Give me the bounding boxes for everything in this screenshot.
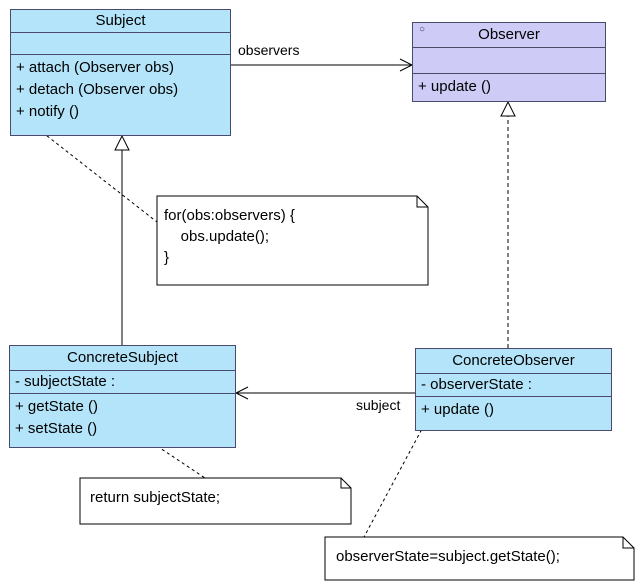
interface-icon: ○: [419, 24, 426, 35]
observers-role-label: observers: [238, 42, 300, 58]
concrete-subject-operations-section: + getState () + setState (): [10, 394, 235, 440]
concrete-subject-class[interactable]: ConcreteSubject - subjectState : + getSt…: [9, 345, 236, 448]
observer-interface[interactable]: ○ Observer + update (): [412, 22, 606, 102]
concrete-observer-operation: + update (): [421, 401, 494, 418]
getstate-note-shape: [79, 477, 352, 525]
concrete-observer-class[interactable]: ConcreteObserver - observerState : + upd…: [415, 348, 612, 431]
update-note: observerState=subject.getState();: [336, 546, 560, 567]
subject-class-name: Subject: [11, 10, 230, 33]
concrete-subject-class-name: ConcreteSubject: [10, 346, 235, 371]
subject-role-label: subject: [356, 397, 401, 413]
notify-note-anchor: [27, 120, 158, 223]
concrete-observer-attribute: - observerState :: [421, 376, 532, 393]
notify-note-text: for(obs:observers) { obs.update(); }: [164, 207, 295, 266]
observer-operations-section: + update (): [413, 74, 605, 98]
observer-operation: + update (): [418, 78, 491, 95]
update-note-anchor: [363, 413, 431, 538]
subject-generalization-arrowhead: [114, 134, 130, 151]
notify-note-shape: [156, 195, 429, 286]
concrete-observer-attributes-section: - observerState :: [416, 374, 611, 397]
getstate-note-text: return subjectState;: [90, 489, 221, 506]
subject-attributes-section: [11, 33, 230, 55]
concrete-observer-operations-section: + update (): [416, 397, 611, 421]
concrete-subject-attribute: - subjectState :: [15, 373, 116, 390]
observer-attributes-section: [413, 48, 605, 74]
update-note-shape: [324, 536, 635, 581]
subject-operation: + attach (Observer obs): [16, 59, 174, 76]
concrete-subject-operation: + getState (): [15, 398, 98, 415]
getstate-note: return subjectState;: [90, 487, 220, 508]
subject-association-arrowhead: [234, 386, 249, 400]
concrete-subject-attributes-section: - subjectState :: [10, 371, 235, 394]
notify-note: for(obs:observers) { obs.update(); }: [164, 205, 295, 268]
observer-interface-label: Observer: [478, 26, 540, 43]
concrete-subject-operation: + setState (): [15, 420, 98, 437]
observer-interface-name: ○ Observer: [413, 23, 605, 48]
concrete-observer-class-name: ConcreteObserver: [416, 349, 611, 374]
observer-realization-arrowhead: [500, 100, 516, 117]
subject-class[interactable]: Subject + attach (Observer obs) + detach…: [10, 9, 231, 136]
subject-operation: + notify (): [16, 103, 79, 120]
update-note-text: observerState=subject.getState();: [336, 548, 560, 565]
subject-operations-section: + attach (Observer obs) + detach (Observ…: [11, 55, 230, 123]
subject-operation: + detach (Observer obs): [16, 81, 179, 98]
